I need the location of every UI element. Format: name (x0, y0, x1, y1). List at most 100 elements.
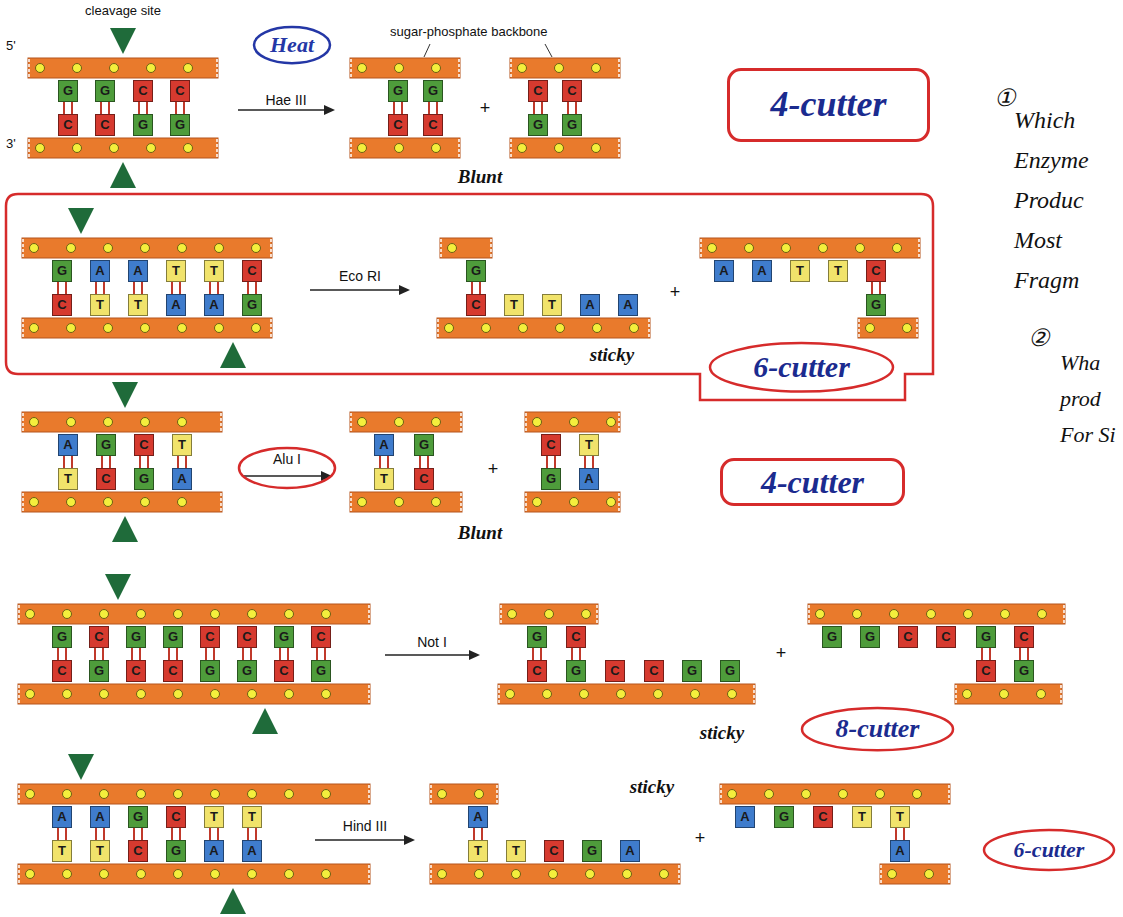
torn-end (618, 493, 620, 511)
nucleotide-base: C (544, 840, 564, 862)
phosphate-dot (607, 418, 616, 427)
nucleotide-base: C (134, 434, 154, 456)
hydrogen-bond (141, 282, 143, 294)
sugar-phosphate-strand (18, 864, 370, 884)
phosphate-dot (67, 418, 76, 427)
nucleotide-base: G (52, 260, 72, 282)
printed-label: 3' (6, 136, 16, 151)
nucleotide-base: C (605, 660, 625, 682)
torn-end (1063, 605, 1065, 623)
phosphate-dot (30, 418, 39, 427)
printed-label: + (670, 282, 681, 303)
printed-label: 5' (6, 38, 16, 53)
torn-end (510, 59, 512, 77)
sugar-phosphate-strand (498, 684, 755, 704)
reaction-arrow (385, 654, 471, 656)
handwritten-note: sticky (630, 776, 674, 798)
phosphate-dot (570, 498, 579, 507)
sugar-phosphate-strand (18, 784, 370, 804)
phosphate-dot (607, 498, 616, 507)
phosphate-dot (26, 790, 35, 799)
printed-label: + (480, 98, 491, 119)
nucleotide-base: C (936, 626, 956, 648)
phosphate-dot (395, 64, 404, 73)
base-letter: A (247, 844, 256, 859)
phosphate-dot (137, 690, 146, 699)
base-letter: G (471, 264, 481, 279)
sugar-phosphate-strand (28, 58, 218, 78)
base-letter: G (131, 630, 141, 645)
hydrogen-bond (895, 828, 897, 840)
sugar-phosphate-strand (18, 604, 370, 624)
phosphate-dot (839, 790, 848, 799)
nucleotide-base: A (890, 840, 910, 862)
hydrogen-bond (65, 648, 67, 660)
nucleotide-base: C (414, 468, 434, 490)
hydrogen-bond (179, 282, 181, 294)
phosphate-dot (100, 610, 109, 619)
hydrogen-bond (242, 648, 244, 660)
phosphate-dot (856, 244, 865, 253)
nucleotide-base: G (126, 626, 146, 648)
hydrogen-bond (109, 456, 111, 468)
torn-end (720, 785, 722, 803)
cutter-annotation: 6-cutter (708, 341, 895, 394)
phosphate-dot (248, 690, 257, 699)
phosphate-dot (248, 610, 257, 619)
phosphate-dot (508, 610, 517, 619)
cleavage-triangle (110, 28, 136, 54)
nucleotide-base: G (95, 80, 115, 102)
nucleotide-base: C (58, 114, 78, 136)
printed-label: Not I (417, 634, 447, 650)
hydrogen-bond (63, 456, 65, 468)
hydrogen-bond (108, 102, 110, 114)
phosphate-dot (100, 690, 109, 699)
base-letter: T (380, 472, 388, 487)
nucleotide-base: G (414, 434, 434, 456)
phosphate-dot (448, 244, 457, 253)
phosphate-dot (580, 690, 589, 699)
phosphate-dot (617, 690, 626, 699)
base-letter: A (209, 844, 218, 859)
sugar-phosphate-strand (22, 318, 272, 338)
base-letter: C (57, 298, 66, 313)
printed-label: Eco RI (339, 268, 381, 284)
phosphate-dot (36, 144, 45, 153)
phosphate-dot (890, 610, 899, 619)
phosphate-dot (110, 144, 119, 153)
phosphate-dot (211, 870, 220, 879)
nucleotide-base: G (582, 840, 602, 862)
base-letter: C (818, 810, 827, 825)
nucleotide-base: G (89, 660, 109, 682)
phosphate-dot (432, 144, 441, 153)
hydrogen-bond (95, 828, 97, 840)
base-letter: T (210, 810, 218, 825)
phosphate-dot (30, 498, 39, 507)
hydrogen-bond (65, 282, 67, 294)
torn-end (430, 865, 432, 883)
annotation-text: 4-cutter (761, 464, 864, 501)
torn-end (858, 319, 860, 337)
base-letter: G (57, 630, 67, 645)
nucleotide-base: T (890, 806, 910, 828)
phosphate-dot (26, 610, 35, 619)
hydrogen-bond (133, 282, 135, 294)
nucleotide-base: G (200, 660, 220, 682)
torn-end (18, 685, 20, 703)
phosphate-dot (63, 790, 72, 799)
hydrogen-bond (255, 282, 257, 294)
hydrogen-bond (541, 102, 543, 114)
nucleotide-base: T (790, 260, 810, 282)
hydrogen-bond (103, 282, 105, 294)
torn-end (460, 413, 462, 431)
phosphate-dot (1038, 610, 1047, 619)
torn-end (28, 59, 30, 77)
hydrogen-bond (575, 102, 577, 114)
hydrogen-bond (141, 828, 143, 840)
base-letter: C (649, 664, 658, 679)
cutter-annotation: 4-cutter (720, 458, 905, 506)
phosphate-dot (252, 324, 261, 333)
phosphate-dot (819, 244, 828, 253)
base-letter: G (175, 118, 185, 133)
hydrogen-bond (63, 102, 65, 114)
